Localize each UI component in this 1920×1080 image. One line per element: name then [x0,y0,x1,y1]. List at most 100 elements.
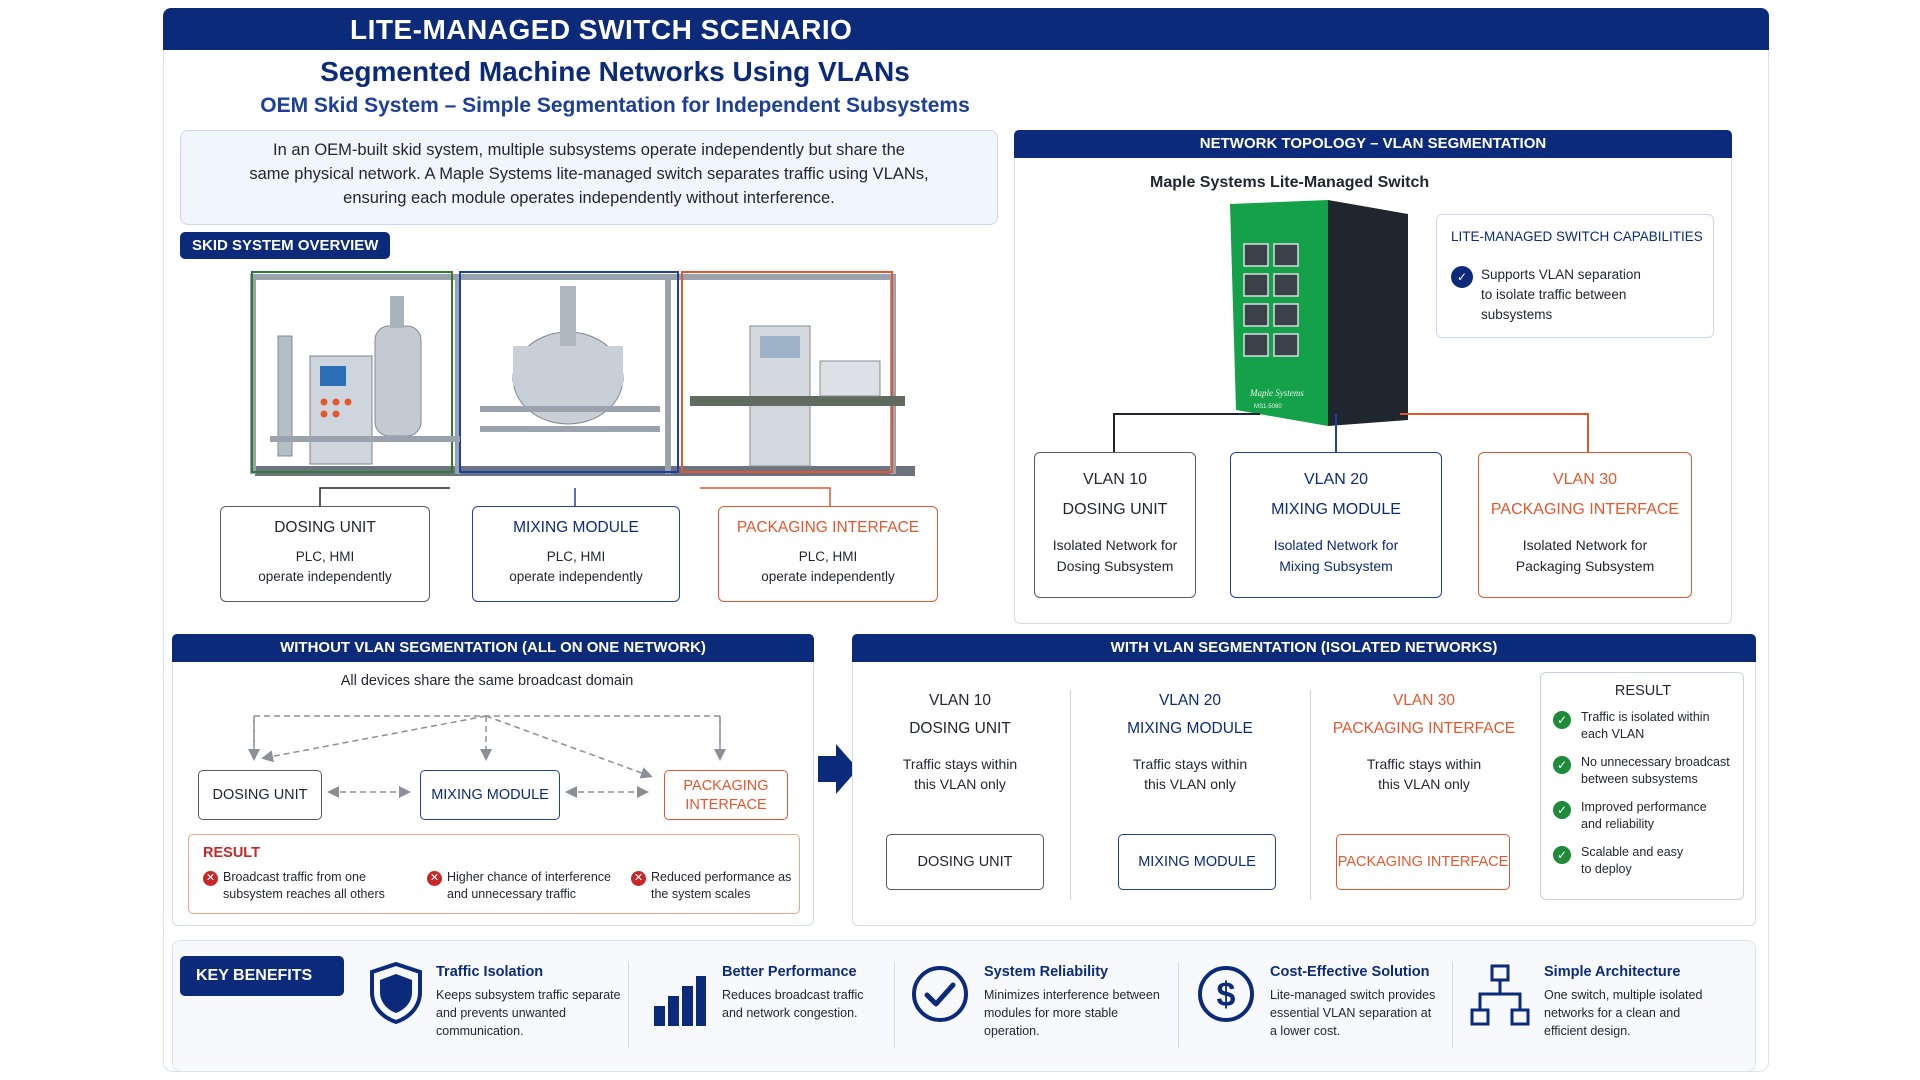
with-column-vlan10: VLAN 10 DOSING UNIT Traffic stays within… [860,692,1060,794]
vlan30-link [1400,413,1589,454]
column-divider [1070,690,1071,900]
result-item: Traffic is isolated within each VLAN [1581,709,1710,743]
cabinet-button [344,398,352,406]
benefit-line: a lower cost. [1270,1024,1341,1038]
skid-illustration [250,271,915,476]
packaging-section-outline [681,271,893,473]
device-packaging-interface: PACKAGING INTERFACE [664,770,788,820]
pipe-run [480,406,660,412]
vlan-id: VLAN 20 [1158,692,1222,709]
switch-ports [1243,243,1299,357]
hmi-screen [320,366,346,386]
cabinet-button [332,398,340,406]
ethernet-port-icon [1243,303,1269,327]
topology-vlan10-box: VLAN 10 DOSING UNIT Isolated Network for… [1034,452,1196,598]
switch-icon: Maple Systems MS1-5080 [1230,200,1408,426]
benefit-better-performance: Better Performance Reduces broadcast tra… [722,964,892,1022]
broadcast-arrow [485,715,653,779]
result-line: the system scales [651,887,751,901]
vlan30-device-box: PACKAGING INTERFACE [1336,834,1510,890]
result-item: No unnecessary broadcast between subsyst… [1581,754,1730,788]
capabilities-card: LITE-MANAGED SWITCH CAPABILITIES ✓ Suppo… [1436,214,1714,338]
device-label: PACKAGING [683,778,769,794]
vlan-desc: Traffic stays within [902,756,1018,772]
without-result-box: RESULT ✕ Broadcast traffic from one subs… [188,834,800,914]
result-line: subsystem reaches all others [223,887,385,901]
with-column-vlan30: VLAN 30 PACKAGING INTERFACE Traffic stay… [1318,692,1530,794]
cabinet-button [320,398,328,406]
vlan-desc: Isolated Network for [1052,537,1178,553]
vlan20-device-box: MIXING MODULE [1118,834,1276,890]
ethernet-port-icon [1243,273,1269,297]
capability-line: Supports VLAN separation [1481,267,1641,282]
device-label: INTERFACE [685,797,767,813]
vlan-desc: Isolated Network for [1522,537,1648,553]
benefit-line: Lite-managed switch provides [1270,988,1436,1002]
broadcast-arrow [261,715,487,763]
pipe-run [270,436,460,442]
unit-line: operate independently [761,569,895,584]
vlan-desc: Dosing Subsystem [1056,558,1174,574]
mixing-section-outline [459,271,679,473]
vlan-name: DOSING UNIT [909,720,1011,737]
benefit-line: communication. [436,1024,524,1038]
topology-connectors [1113,413,1589,454]
benefit-title: Traffic Isolation [436,964,544,980]
skid-unit-dosing: DOSING UNIT PLC, HMI operate independent… [220,506,430,602]
result-item: Improved performance and reliability [1581,799,1707,833]
benefit-line: Keeps subsystem traffic separate [436,988,621,1002]
vlan-id: VLAN 30 [1392,692,1456,709]
without-vlan-header: WITHOUT VLAN SEGMENTATION (ALL ON ONE NE… [172,634,814,662]
benefit-desc: Minimizes interference between modules f… [984,986,1174,1040]
intro-line: ensuring each module operates independen… [343,189,835,207]
skid-frame-post [455,278,461,474]
topology-header: NETWORK TOPOLOGY – VLAN SEGMENTATION [1014,130,1732,158]
filler-head [819,360,881,397]
vlan-desc: Mixing Subsystem [1279,558,1393,574]
banner-title: LITE-MANAGED SWITCH SCENARIO [350,14,853,45]
column-divider [1310,690,1311,900]
result-line: each VLAN [1581,727,1645,741]
ethernet-port-icon [1243,243,1269,267]
benefit-desc: One switch, multiple isolated networks f… [1544,986,1734,1040]
result-item: Broadcast traffic from one subsystem rea… [223,869,385,903]
cabinet-button [332,410,340,418]
bar-chart-icon [654,976,706,1026]
vlan-desc: Traffic stays within [1366,756,1482,772]
benefit-desc: Lite-managed switch provides essential V… [1270,986,1450,1040]
result-line: Broadcast traffic from one [223,870,366,884]
benefit-line: operation. [984,1024,1040,1038]
skid-unit-mixing: MIXING MODULE PLC, HMI operate independe… [472,506,680,602]
vlan-id: VLAN 10 [928,692,992,709]
ethernet-port-icon [1273,243,1299,267]
mixing-vessel-body [513,346,623,386]
vlan-desc: this VLAN only [1144,776,1236,792]
device-mixing-module: MIXING MODULE [420,770,560,820]
pipe-run [480,426,660,432]
topology-vlan30-box: VLAN 30 PACKAGING INTERFACE Isolated Net… [1478,452,1692,598]
capability-text: Supports VLAN separation to isolate traf… [1481,265,1641,325]
checkmark-circle-icon [912,966,968,1022]
result-line: Improved performance [1581,800,1707,814]
result-line: Higher chance of interference [447,870,611,884]
intro-line: same physical network. A Maple Systems l… [249,165,929,183]
ethernet-port-icon [1273,273,1299,297]
benefit-system-reliability: System Reliability Minimizes interferenc… [984,964,1174,1040]
vlan10-device-box: DOSING UNIT [886,834,1044,890]
result-title: RESULT [1614,683,1672,699]
with-result-box: RESULT ✓ Traffic is isolated within each… [1540,672,1744,900]
x-circle-icon: ✕ [427,871,442,886]
x-circle-icon: ✕ [631,871,646,886]
key-benefits-label: KEY BENEFITS [180,956,344,996]
result-line: Scalable and easy [1581,845,1684,859]
benefit-line: essential VLAN separation at [1270,1006,1432,1020]
benefit-desc: Keeps subsystem traffic separate and pre… [436,986,636,1040]
result-item: Scalable and easy to deploy [1581,844,1683,878]
skid-unit-packaging: PACKAGING INTERFACE PLC, HMI operate ind… [718,506,938,602]
unit-line: PLC, HMI [546,549,606,564]
benefit-title: System Reliability [984,964,1109,980]
capabilities-title: LITE-MANAGED SWITCH CAPABILITIES [1451,229,1703,244]
with-column-vlan20: VLAN 20 MIXING MODULE Traffic stays with… [1085,692,1295,794]
hierarchy-icon [1470,964,1530,1026]
result-line: and unnecessary traffic [447,887,577,901]
